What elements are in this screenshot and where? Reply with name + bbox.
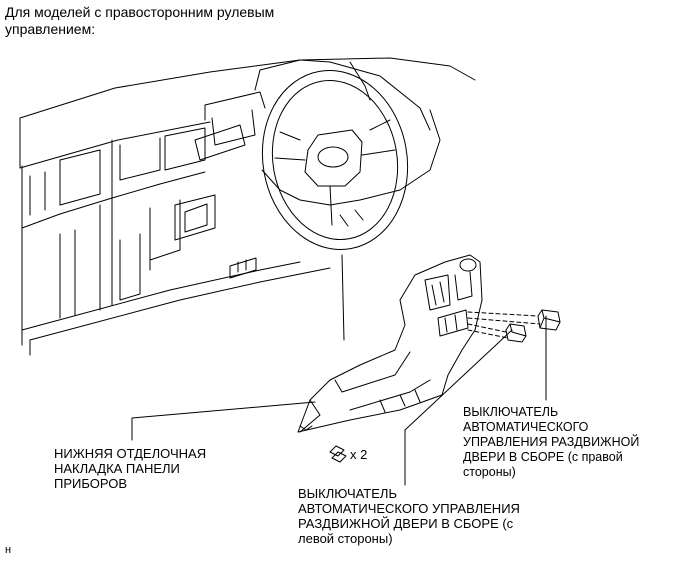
dashboard-outline [19,57,476,356]
corner-mark: н [5,544,12,556]
switch-right-part [537,309,561,331]
steering-wheel [261,69,409,341]
label-clip-count: x 2 [350,447,368,462]
label-lower-panel: НИЖНЯЯ ОТДЕЛОЧНАЯ НАКЛАДКА ПАНЕЛИ ПРИБОР… [54,446,207,491]
label-switch-right: ВЫКЛЮЧАТЕЛЬ АВТОМАТИЧЕСКОГО УПРАВЛЕНИЯ Р… [463,405,640,479]
lower-panel [297,254,483,433]
guide-lines [467,311,541,339]
leader-lines [131,315,547,486]
switch-left-part [505,323,527,343]
clip-icon [329,445,347,463]
label-switch-left: ВЫКЛЮЧАТЕЛЬ АВТОМАТИЧЕСКОГО УПРАВЛЕНИЯ Р… [298,486,520,546]
header-text: Для моделей с правосторонним рулевым упр… [5,4,275,37]
